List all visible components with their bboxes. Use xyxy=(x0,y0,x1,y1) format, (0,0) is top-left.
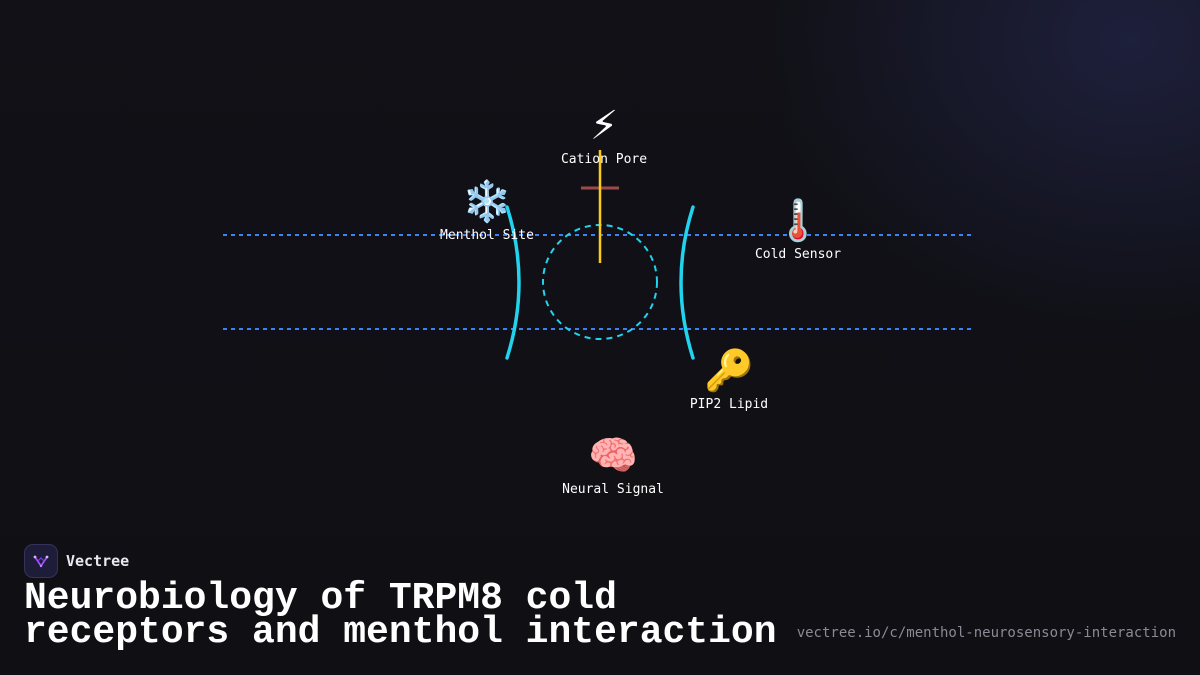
pip2-lipid-label: PIP2 Lipid xyxy=(689,397,769,412)
node-cold-sensor: 🌡️ Cold Sensor xyxy=(755,197,841,262)
thermometer-icon: 🌡️ xyxy=(773,198,823,244)
vectree-logo-icon xyxy=(24,544,58,578)
node-menthol-site: ❄️ Menthol Site xyxy=(440,178,534,243)
key-icon: 🔑 xyxy=(704,348,754,394)
source-url[interactable]: vectree.io/c/menthol-neurosensory-intera… xyxy=(796,625,1176,641)
neural-signal-label: Neural Signal xyxy=(562,482,664,497)
channel-wall-left xyxy=(505,205,521,360)
node-cation-pore: ⚡ Cation Pore xyxy=(561,102,647,167)
node-pip2-lipid: 🔑 PIP2 Lipid xyxy=(690,347,768,412)
brain-icon: 🧠 xyxy=(588,433,638,479)
brand[interactable]: Vectree xyxy=(24,544,129,578)
snowflake-icon: ❄️ xyxy=(462,179,512,225)
cold-sensor-label: Cold Sensor xyxy=(754,247,842,262)
lightning-icon: ⚡ xyxy=(589,103,619,149)
menthol-site-label: Menthol Site xyxy=(440,228,534,243)
brand-name: Vectree xyxy=(66,552,130,570)
node-neural-signal: 🧠 Neural Signal xyxy=(562,432,664,497)
page-title: Neurobiology of TRPM8 cold receptors and… xyxy=(24,577,777,654)
channel-wall-right xyxy=(679,205,695,360)
cation-pore-label: Cation Pore xyxy=(560,152,648,167)
